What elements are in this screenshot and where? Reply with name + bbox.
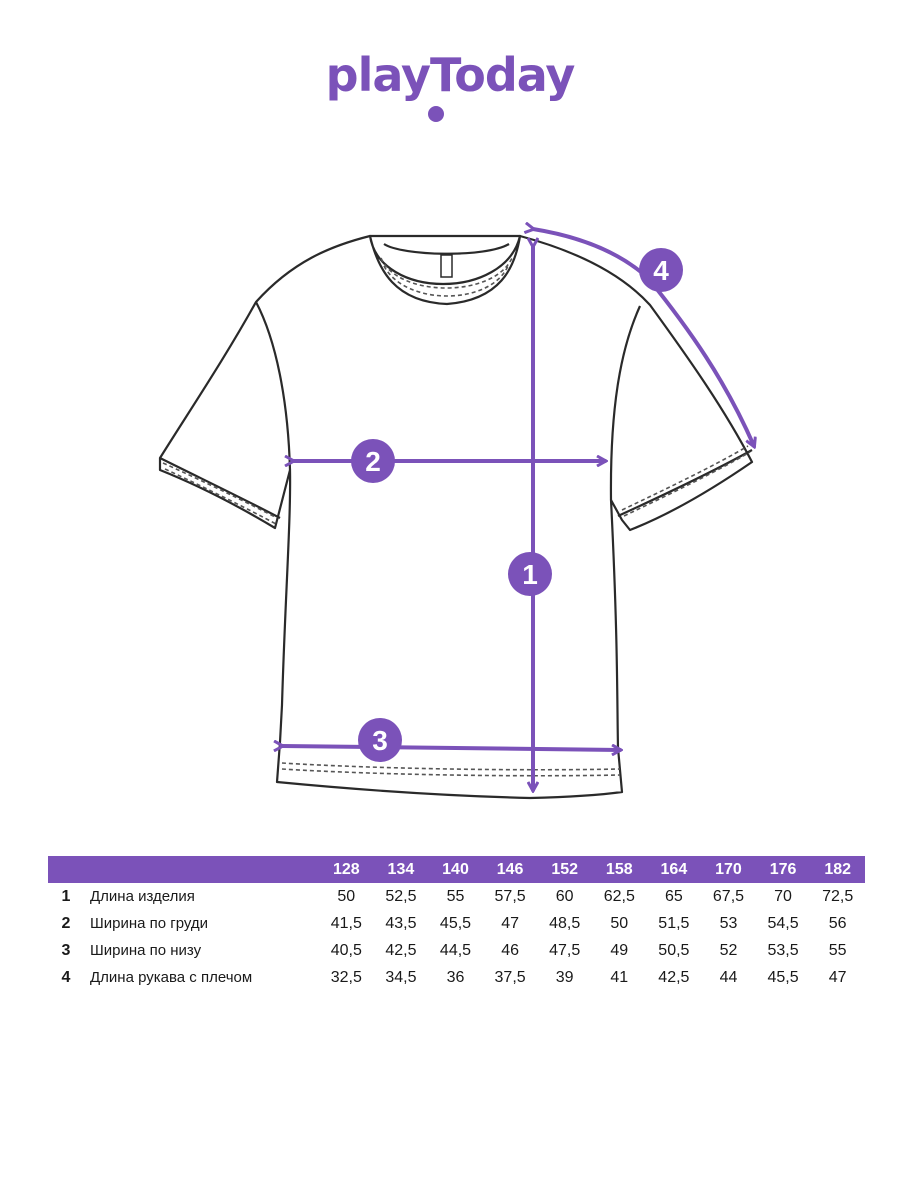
value-cell: 50 — [610, 914, 629, 932]
badge-2: 2 — [351, 439, 395, 483]
value-cell: 49 — [610, 941, 629, 959]
value-cell: 62,5 — [603, 887, 635, 905]
right-cuff-stitch-2 — [623, 451, 751, 517]
value-cell: 39 — [555, 968, 574, 986]
size-header-cell: 128 — [319, 856, 374, 883]
value-cell: 67,5 — [712, 887, 745, 905]
value-cell: 41 — [610, 968, 629, 986]
tshirt-measurement-diagram: 1 2 3 4 — [158, 0, 900, 800]
value-cell: 45,5 — [767, 968, 799, 986]
header-blank-label — [84, 856, 320, 883]
logo-text: playToday — [325, 48, 576, 102]
collar-stitch — [380, 257, 513, 289]
value-cell: 50,5 — [658, 941, 690, 959]
value-cell: 60 — [555, 887, 574, 905]
logo-dot — [428, 106, 444, 122]
row-number: 1 — [61, 887, 71, 905]
table-row: 2 Ширина по груди 41,5 43,5 45,5 47 48,5 50 51,5… — [48, 910, 865, 937]
size-header-cell: 140 — [428, 856, 483, 883]
tshirt-outline — [158, 234, 754, 800]
row-label: Ширина по груди — [90, 915, 209, 932]
value-cell: 56 — [828, 914, 847, 932]
value-cell: 65 — [664, 887, 683, 905]
size-table-body: 1 Длина изделия 50 52,5 55 57,5 60 62,5 65 67,5 70… — [48, 883, 865, 991]
value-cell: 41,5 — [330, 914, 362, 932]
row-label: Длина рукава с плечом — [90, 969, 253, 986]
hem-stitch-2 — [281, 768, 621, 777]
value-cell: 53,5 — [767, 941, 799, 959]
badge-1-label: 1 — [522, 559, 538, 590]
size-header-cell: 146 — [482, 856, 538, 883]
size-header-cell: 158 — [591, 856, 647, 883]
row-number: 3 — [61, 941, 71, 959]
value-cell: 32,5 — [330, 968, 362, 986]
value-cell: 45,5 — [439, 914, 472, 932]
value-cell: 57,5 — [494, 887, 526, 905]
value-cell: 40,5 — [330, 941, 362, 959]
value-cell: 42,5 — [385, 941, 417, 959]
stitch-lines — [162, 257, 751, 777]
brand-logo: playToday — [0, 48, 900, 102]
value-cell: 42,5 — [658, 968, 690, 986]
hem-stitch — [281, 762, 621, 771]
value-cell: 47 — [501, 914, 519, 932]
size-header-cell: 164 — [646, 856, 702, 883]
badge-4: 4 — [639, 248, 683, 292]
value-cell: 72,5 — [822, 887, 854, 905]
neck-label — [440, 254, 453, 278]
value-cell: 44,5 — [439, 941, 472, 959]
value-cell: 34,5 — [385, 968, 417, 986]
badge-4-label: 4 — [653, 255, 669, 286]
value-cell: 43,5 — [385, 914, 417, 932]
size-header-cell: 182 — [810, 856, 865, 883]
row-label: Ширина по низу — [90, 942, 202, 959]
table-row: 1 Длина изделия 50 52,5 55 57,5 60 62,5 65 67,5 70… — [48, 883, 865, 910]
left-cuff-line — [159, 457, 281, 519]
tshirt-body-outline — [158, 234, 754, 800]
value-cell: 55 — [828, 941, 847, 959]
badge-2-label: 2 — [365, 446, 381, 477]
badge-1: 1 — [508, 552, 552, 596]
value-cell: 47,5 — [549, 941, 581, 959]
size-header-cell: 134 — [373, 856, 429, 883]
row-label: Длина изделия — [90, 888, 195, 905]
left-sleeve-seam — [255, 301, 292, 471]
right-cuff-line — [617, 449, 753, 517]
value-cell: 46 — [501, 941, 519, 959]
hem-measure-line — [282, 746, 620, 750]
left-cuff-stitch — [162, 462, 278, 519]
value-cell: 44 — [719, 968, 738, 986]
badge-3-label: 3 — [372, 725, 388, 756]
right-cuff-stitch — [621, 445, 749, 511]
value-cell: 55 — [446, 887, 465, 905]
row-number: 4 — [61, 968, 71, 986]
value-cell: 37,5 — [494, 968, 526, 986]
row-number: 2 — [61, 914, 71, 932]
header-blank-num — [48, 856, 84, 883]
value-cell: 50 — [337, 887, 356, 905]
size-header-cell: 152 — [537, 856, 592, 883]
size-header-cell: 170 — [701, 856, 756, 883]
table-row: 4 Длина рукава с плечом 32,5 34,5 36 37,5 39 41… — [48, 964, 865, 991]
value-cell: 48,5 — [549, 914, 581, 932]
collar-inner-line — [383, 243, 510, 255]
value-cell: 47 — [828, 968, 847, 986]
value-cell: 51,5 — [658, 914, 690, 932]
value-cell: 53 — [719, 914, 738, 932]
value-cell: 36 — [446, 968, 465, 986]
left-cuff-stitch-2 — [164, 468, 277, 525]
collar-stitch-2 — [383, 265, 509, 297]
value-cell: 52,5 — [385, 887, 417, 905]
table-row: 3 Ширина по низу 40,5 42,5 44,5 46 47,5 49 50,5 5… — [48, 937, 865, 964]
size-header-cell: 176 — [755, 856, 811, 883]
value-cell: 54,5 — [767, 914, 799, 932]
collar-outline — [368, 234, 522, 306]
value-cell: 70 — [774, 887, 792, 905]
badge-3: 3 — [358, 718, 402, 762]
value-cell: 52 — [719, 941, 738, 959]
